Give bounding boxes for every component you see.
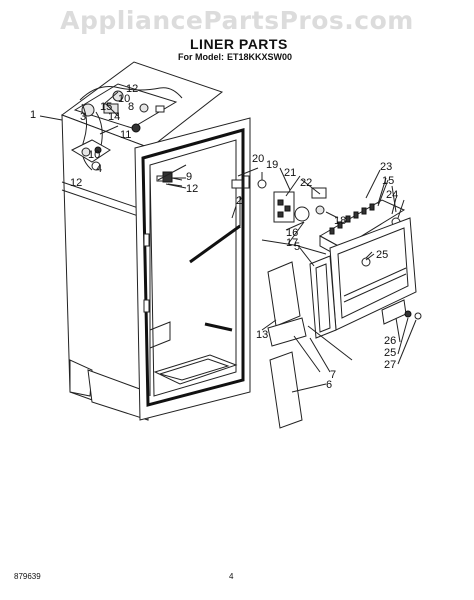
model-line: For Model:ET18KKXSW00 bbox=[178, 52, 292, 62]
callout-14: 14 bbox=[108, 111, 120, 123]
thermostat-assembly bbox=[231, 167, 339, 245]
cover-panel bbox=[309, 217, 422, 339]
callout-21: 21 bbox=[284, 167, 296, 179]
callout-18: 18 bbox=[334, 215, 346, 227]
diagram-title: LINER PARTS bbox=[190, 36, 288, 52]
model-number: ET18KKXSW00 bbox=[227, 52, 293, 62]
callout-11: 11 bbox=[120, 129, 131, 141]
callout-23: 23 bbox=[380, 161, 392, 173]
callout-10-left: 10 bbox=[88, 149, 100, 161]
callout-22: 22 bbox=[300, 177, 312, 189]
callout-15-right: 15 bbox=[382, 175, 394, 187]
callout-12: 12 bbox=[126, 83, 138, 95]
callout-15: 15 bbox=[100, 101, 112, 113]
callout-24: 24 bbox=[386, 189, 398, 201]
callout-2: 2 bbox=[236, 195, 242, 207]
trim-pieces bbox=[267, 261, 353, 429]
diagram-code: 879639 bbox=[14, 572, 41, 581]
callouts: 1 12 10 15 8 3 14 11 4 12 10 9 12 20 19 … bbox=[30, 83, 398, 391]
liner-cabinet bbox=[60, 61, 251, 421]
callout-16: 16 bbox=[286, 227, 298, 239]
callout-27: 27 bbox=[384, 359, 396, 371]
callout-13: 13 bbox=[256, 329, 268, 341]
callout-4: 4 bbox=[96, 163, 102, 175]
callout-25-upper: 25 bbox=[376, 249, 388, 261]
page-number: 4 bbox=[229, 572, 234, 581]
callout-25-lower: 25 bbox=[384, 347, 396, 359]
callout-7: 7 bbox=[330, 369, 336, 381]
callout-8: 8 bbox=[128, 101, 134, 113]
callout-6: 6 bbox=[326, 379, 332, 391]
watermark: AppliancePartsPros.com bbox=[60, 6, 414, 35]
callout-17: 17 bbox=[286, 237, 298, 249]
leader-lines bbox=[39, 91, 417, 393]
callout-20: 20 bbox=[252, 153, 264, 165]
callout-26: 26 bbox=[384, 335, 396, 347]
callout-1: 1 bbox=[30, 109, 36, 121]
callout-10: 10 bbox=[118, 93, 130, 105]
callout-3: 3 bbox=[80, 111, 86, 123]
callout-12-frame: 12 bbox=[186, 183, 198, 195]
callout-9: 9 bbox=[186, 171, 192, 183]
callout-12-left: 12 bbox=[70, 177, 82, 189]
model-label: For Model: bbox=[178, 52, 224, 62]
callout-19: 19 bbox=[266, 159, 278, 171]
callout-5: 5 bbox=[294, 241, 300, 253]
